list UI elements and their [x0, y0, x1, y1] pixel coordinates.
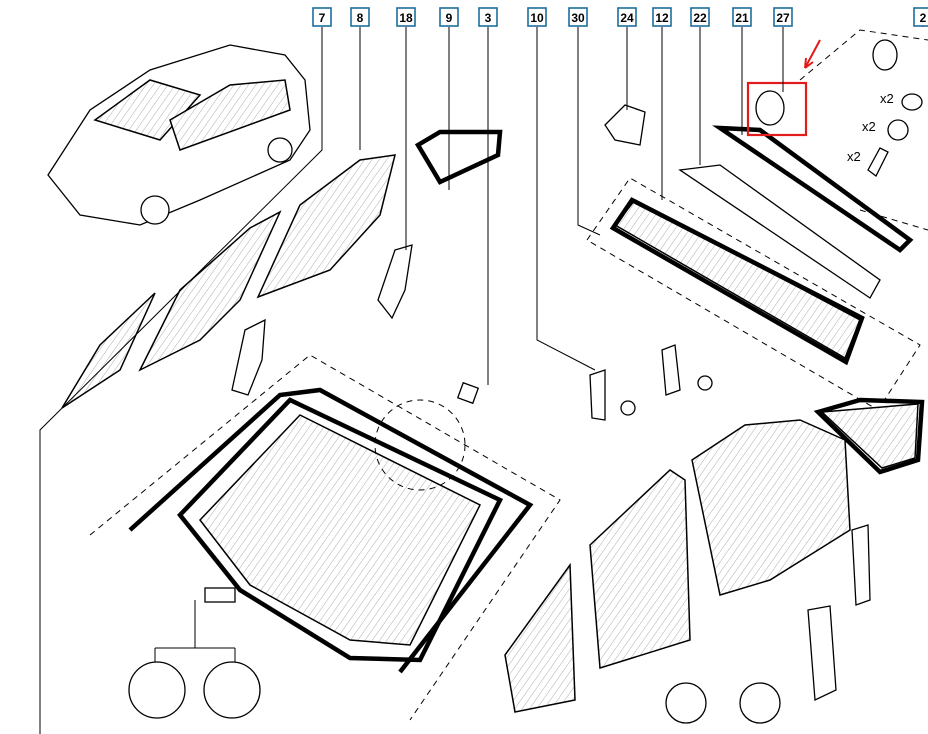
label-box	[617, 7, 637, 27]
part-label-24[interactable]: 24	[617, 7, 637, 27]
seal-21	[712, 125, 914, 253]
quantity-label: x2	[880, 91, 894, 106]
label-box	[478, 7, 498, 27]
part-number: 18	[399, 11, 413, 25]
windscreen-glass	[199, 414, 482, 646]
windscreen-seal	[177, 397, 504, 663]
leader-line	[536, 27, 596, 371]
label-box	[568, 7, 588, 27]
part-27	[755, 90, 785, 126]
label-box	[913, 7, 928, 27]
highlight-arrow-icon	[804, 39, 821, 69]
part-number: 22	[693, 11, 707, 25]
part-label-10[interactable]: 10	[527, 7, 547, 27]
part-number: 12	[655, 11, 669, 25]
detail-circle-left	[128, 661, 186, 719]
vehicle-illustration	[47, 44, 311, 226]
part-number: 10	[530, 11, 544, 25]
part-number: 30	[571, 11, 585, 25]
seal-18	[377, 244, 413, 320]
rear-glass-30	[613, 199, 861, 360]
part-label-18[interactable]: 18	[396, 7, 416, 27]
part-label-7[interactable]: 7	[312, 7, 332, 27]
ref-box	[204, 587, 236, 603]
part-label-3[interactable]: 3	[478, 7, 498, 27]
part-label-2[interactable]: 2	[913, 7, 928, 27]
label-box	[527, 7, 547, 27]
front-door-glass	[256, 154, 396, 299]
quantity-label: x2	[847, 149, 861, 164]
part-label-12[interactable]: 12	[652, 7, 672, 27]
label-box	[439, 7, 459, 27]
part-number: 9	[446, 11, 453, 25]
quarter-glass-right	[820, 403, 919, 469]
part-label-9[interactable]: 9	[439, 7, 459, 27]
part-label-30[interactable]: 30	[568, 7, 588, 27]
part-label-21[interactable]: 21	[732, 7, 752, 27]
spoiler-12	[678, 164, 881, 299]
leader-line	[577, 27, 601, 236]
label-box	[732, 7, 752, 27]
front-door-glass-right	[589, 469, 691, 669]
part-number: 2	[920, 11, 927, 25]
door-glass-8	[138, 210, 282, 372]
label-box	[396, 7, 416, 27]
highlight-box	[746, 81, 808, 137]
rear-door-glass	[691, 419, 851, 596]
vent-glass-9	[414, 129, 503, 185]
part-number: 21	[735, 11, 749, 25]
part-number: 27	[776, 11, 790, 25]
label-box	[350, 7, 370, 27]
cap-24	[604, 104, 646, 146]
part-number: 24	[620, 11, 634, 25]
quarter-glass-7	[61, 292, 156, 409]
label-box	[773, 7, 793, 27]
label-box	[312, 7, 332, 27]
part-label-8[interactable]: 8	[350, 7, 370, 27]
quantity-label: x2	[862, 119, 876, 134]
bush-top	[872, 39, 898, 71]
vent-glass-right	[504, 562, 576, 713]
seal-left	[231, 318, 266, 396]
label-box	[690, 7, 710, 27]
part-number: 8	[357, 11, 364, 25]
part-label-27[interactable]: 27	[773, 7, 793, 27]
leader-line	[39, 27, 323, 734]
clip-10	[589, 369, 606, 421]
label-box	[652, 7, 672, 27]
part-label-22[interactable]: 22	[690, 7, 710, 27]
part-number: 7	[319, 11, 326, 25]
part-number: 3	[485, 11, 492, 25]
clip-3	[456, 381, 480, 405]
detail-circle-right	[203, 661, 261, 719]
